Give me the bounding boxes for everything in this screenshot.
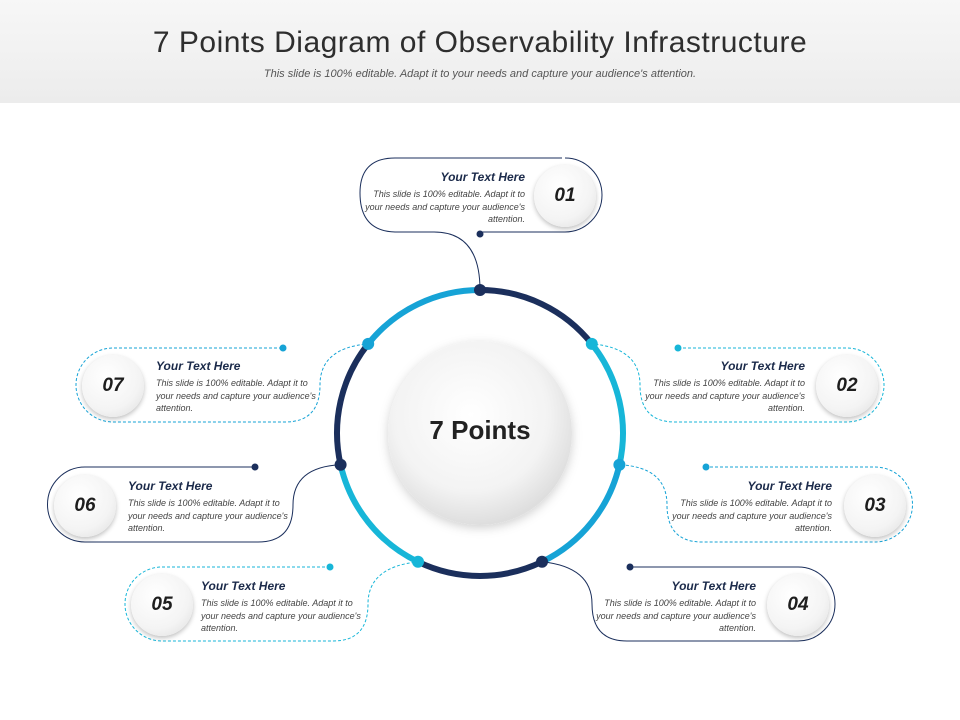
- ring-segment-4: [416, 559, 544, 579]
- point-05-number: 05: [131, 574, 193, 636]
- header-band: [0, 0, 960, 103]
- ring-node-03: [613, 458, 626, 471]
- point-04-number: 04: [767, 574, 829, 636]
- point-05-body: This slide is 100% editable. Adapt it to…: [201, 598, 361, 633]
- card-outline-04: [541, 561, 836, 642]
- ring-segment-2: [589, 342, 626, 466]
- point-06-title: Your Text Here: [128, 479, 213, 493]
- page-subtitle: This slide is 100% editable. Adapt it to…: [263, 68, 697, 80]
- point-04-title: Your Text Here: [671, 579, 756, 593]
- card-outline-06: [47, 464, 341, 543]
- ring-node-04: [536, 555, 548, 568]
- point-04-body: This slide is 100% editable. Adapt it to…: [596, 598, 756, 633]
- ring-segment-6: [334, 342, 371, 466]
- ring-node-07: [362, 337, 375, 350]
- ring-segment-5: [337, 464, 420, 565]
- point-03-number: 03: [844, 475, 906, 537]
- ring-segment-1: [479, 287, 595, 346]
- ring-nodes: [334, 284, 626, 568]
- card-outline-07: [75, 343, 369, 423]
- point-01-number: 01: [534, 165, 596, 227]
- point-06-number: 06: [54, 475, 116, 537]
- point-03-title: Your Text Here: [747, 479, 832, 493]
- card-outline-01-right: [480, 157, 603, 233]
- page-title: 7 Points Diagram of Observability Infras…: [152, 26, 808, 59]
- card-outline-05: [124, 561, 419, 642]
- card-outline-03: [619, 464, 913, 543]
- ring-segment-7: [365, 287, 481, 346]
- point-07-number: 07: [82, 355, 144, 417]
- point-05-title: Your Text Here: [201, 579, 286, 593]
- ring-node-02: [585, 337, 598, 350]
- ring: [334, 287, 626, 579]
- center-label: 7 Points: [429, 415, 531, 445]
- ring-node-06: [334, 458, 347, 471]
- ring-node-01: [474, 284, 486, 296]
- point-02-title: Your Text Here: [720, 359, 805, 373]
- center-circle: [388, 341, 572, 525]
- point-07-title: Your Text Here: [156, 359, 241, 373]
- card-outline-01: [359, 157, 562, 291]
- ring-node-05: [412, 555, 424, 568]
- point-01-body: This slide is 100% editable. Adapt it to…: [365, 189, 525, 224]
- point-06-body: This slide is 100% editable. Adapt it to…: [128, 498, 288, 533]
- card-outline-02: [591, 343, 885, 423]
- point-02-number: 02: [816, 355, 878, 417]
- connector-dots: [251, 230, 710, 571]
- point-01-title: Your Text Here: [440, 170, 525, 184]
- point-03-body: This slide is 100% editable. Adapt it to…: [672, 498, 832, 533]
- point-07-body: This slide is 100% editable. Adapt it to…: [156, 378, 316, 413]
- point-02-body: This slide is 100% editable. Adapt it to…: [645, 378, 805, 413]
- ring-segment-3: [540, 464, 623, 565]
